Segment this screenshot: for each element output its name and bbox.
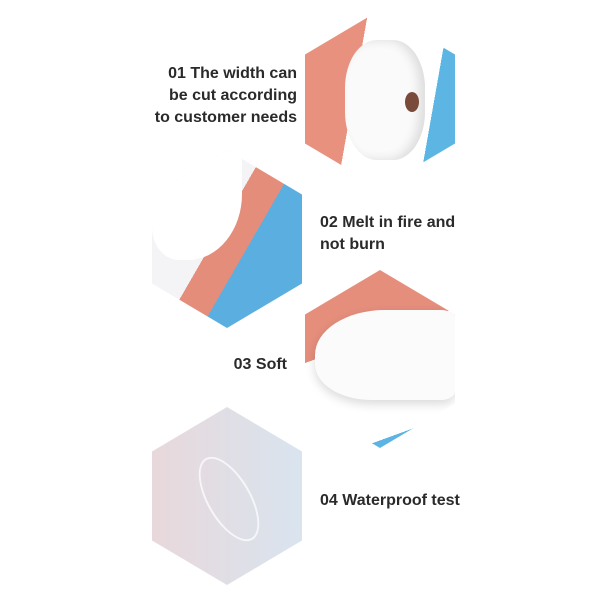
roll-width-photo bbox=[305, 10, 455, 188]
torn-fabric bbox=[152, 150, 242, 260]
soft-photo bbox=[305, 270, 455, 448]
folded-fabric bbox=[315, 310, 455, 400]
water-drop bbox=[186, 447, 272, 551]
caption-line: 04 Waterproof test bbox=[320, 492, 460, 509]
melt-fire-photo bbox=[152, 150, 302, 328]
caption-line: be cut according bbox=[168, 87, 297, 104]
caption-line: 02 Melt in fire and bbox=[320, 214, 456, 231]
feature-04-caption: 04 Waterproof test bbox=[320, 490, 460, 512]
feature-03-caption: 03 Soft bbox=[234, 354, 287, 376]
caption-line: to customer needs bbox=[154, 109, 297, 126]
feature-02-caption: 02 Melt in fire and not burn bbox=[320, 212, 455, 256]
waterproof-photo bbox=[152, 407, 302, 585]
roll-label-logo bbox=[405, 92, 419, 112]
caption-line: 03 Soft bbox=[233, 356, 287, 373]
feature-01-caption: 01 The width can be cut according to cus… bbox=[155, 63, 297, 129]
caption-line: not burn bbox=[320, 236, 385, 253]
caption-line: 01 The width can bbox=[168, 65, 297, 82]
